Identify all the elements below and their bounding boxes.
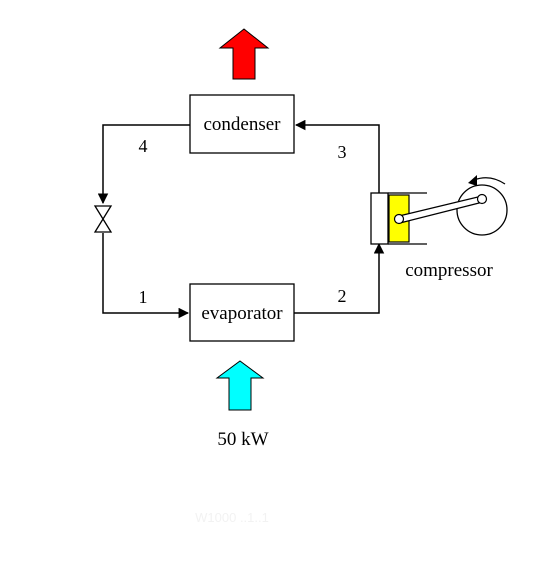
compressor bbox=[370, 175, 508, 245]
heat-input-label: 50 kW bbox=[217, 429, 268, 450]
evaporator-label: evaporator bbox=[201, 303, 283, 324]
crank-wheel bbox=[456, 184, 508, 236]
compressor-cylinder bbox=[370, 192, 389, 245]
condenser-label: condenser bbox=[203, 114, 281, 135]
line-state-4 bbox=[97, 124, 190, 205]
state-4-label: 4 bbox=[139, 136, 148, 156]
compressor-label: compressor bbox=[405, 260, 493, 281]
line-state-3 bbox=[294, 119, 380, 193]
condenser-box: condenser bbox=[189, 94, 295, 154]
rotation-arrow-icon bbox=[473, 177, 506, 185]
evaporator-box: evaporator bbox=[189, 283, 295, 342]
line-state-1 bbox=[102, 233, 190, 319]
state-1-label: 1 bbox=[139, 287, 148, 307]
state-2-label: 2 bbox=[338, 286, 347, 306]
heat-input-arrow bbox=[215, 360, 265, 411]
heat-rejection-arrow bbox=[218, 28, 270, 80]
line-state-2 bbox=[294, 242, 385, 314]
state-3-label: 3 bbox=[338, 142, 347, 162]
expansion-valve-icon bbox=[93, 205, 113, 233]
watermark: W1000 ..1..1 bbox=[195, 510, 269, 525]
